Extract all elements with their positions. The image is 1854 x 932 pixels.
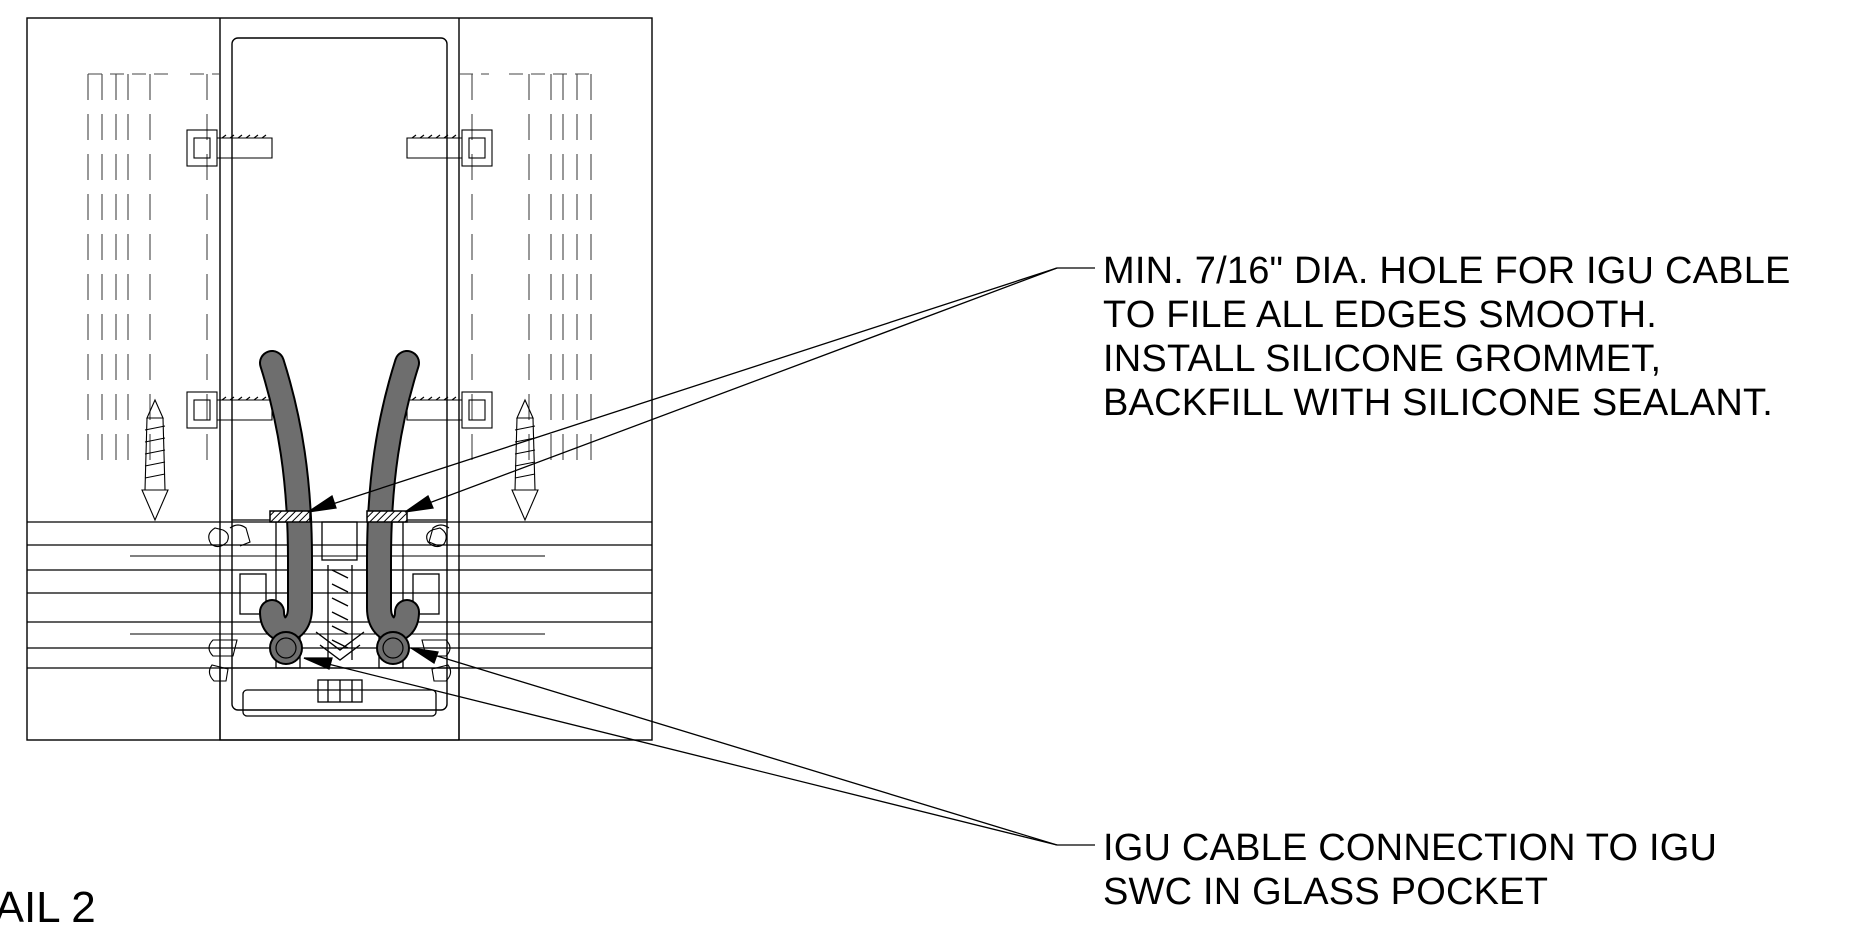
leader-connection <box>303 647 1095 846</box>
note-line: MIN. 7/16" DIA. HOLE FOR IGU CABLE <box>1103 250 1791 292</box>
fastener-lower-right <box>406 391 493 429</box>
igu-cable-left <box>259 350 313 665</box>
screw-right <box>511 398 539 522</box>
note-line: TO FILE ALL EDGES SMOOTH. <box>1103 294 1658 336</box>
mullion-extrusion <box>219 490 460 741</box>
hidden-lines-left <box>87 74 208 462</box>
leader-hole <box>307 267 1095 513</box>
fastener-upper-left <box>186 129 273 167</box>
outer-frame <box>26 17 653 741</box>
fastener-upper-right <box>406 129 493 167</box>
note-line: SWC IN GLASS POCKET <box>1103 871 1549 913</box>
note-line: BACKFILL WITH SILICONE SEALANT. <box>1103 382 1773 424</box>
note-line: INSTALL SILICONE GROMMET, <box>1103 338 1662 380</box>
transom-lines <box>27 521 652 669</box>
note-line: IGU CABLE CONNECTION TO IGU <box>1103 827 1718 869</box>
hidden-lines-right <box>471 74 592 462</box>
fastener-lower-left <box>186 391 273 429</box>
screw-left <box>141 398 169 522</box>
gaskets <box>208 524 452 682</box>
note-igu-cable-hole: MIN. 7/16" DIA. HOLE FOR IGU CABLE TO FI… <box>1103 249 1791 425</box>
note-igu-cable-connection: IGU CABLE CONNECTION TO IGU SWC IN GLASS… <box>1103 826 1717 914</box>
grommet-holes <box>269 510 408 523</box>
igu-cable-right <box>366 350 420 665</box>
